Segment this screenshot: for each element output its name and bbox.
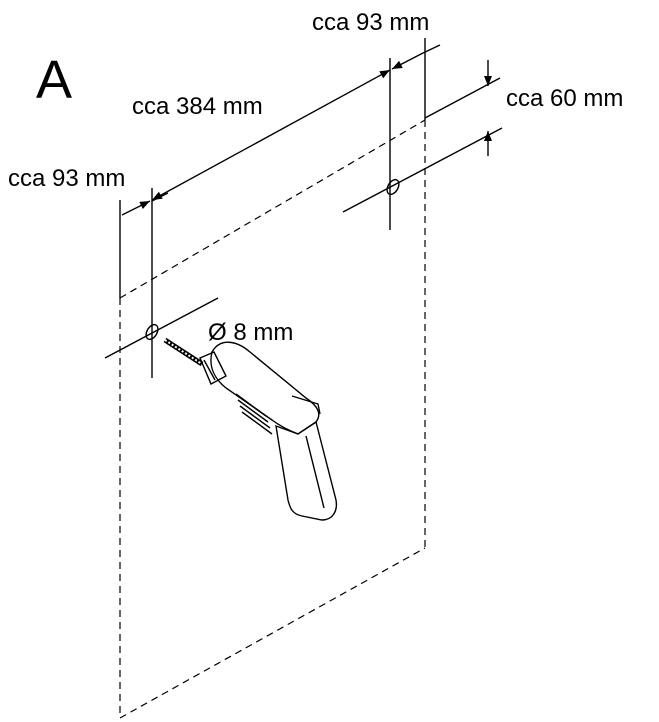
left-offset-arrow-in: [121, 200, 151, 216]
drill-hole-left: [145, 323, 159, 341]
top-offset-arrow: [391, 52, 424, 70]
extension-lines: [104, 38, 503, 378]
drill-icon: [163, 337, 338, 521]
hole-spacing-dimension: [151, 69, 391, 201]
dimension-lines: [121, 44, 492, 216]
drill-hole-right: [386, 178, 400, 196]
left-offset-tail: [151, 192, 169, 202]
left-offset-label: cca 93 mm: [8, 165, 125, 192]
vertical-offset-label: cca 60 mm: [506, 85, 623, 112]
wall-outline: [119, 119, 426, 719]
hole-spacing-label: cca 384 mm: [132, 93, 263, 120]
panel-letter: A: [36, 50, 72, 110]
drill-diameter-label: Ø 8 mm: [208, 319, 293, 346]
top-offset-label: cca 93 mm: [312, 9, 429, 36]
